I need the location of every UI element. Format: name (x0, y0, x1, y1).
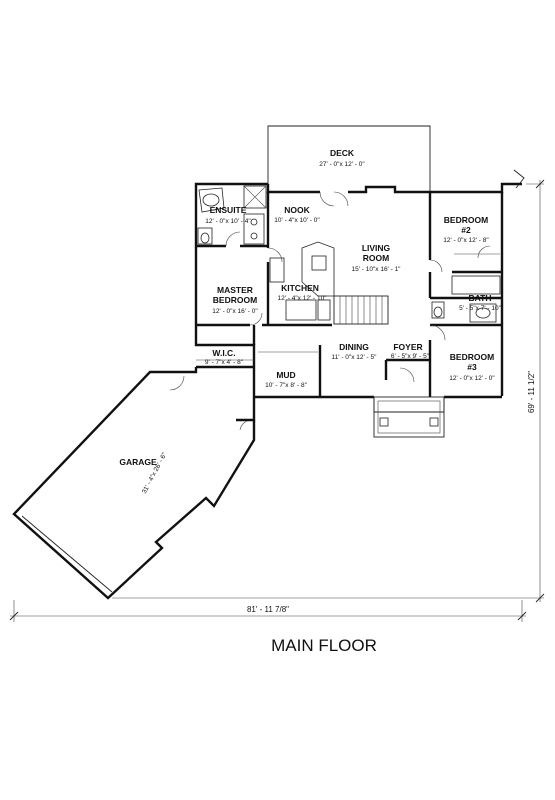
nook-dims: 10' - 4"x 10' - 0" (274, 217, 320, 224)
dining-name: DINING (339, 342, 369, 352)
interior-walls (196, 192, 502, 397)
bedroom3-name-2: #3 (467, 362, 477, 372)
width-dims: 81' - 11 7/8" (247, 605, 289, 614)
room-label-nook: NOOK 10' - 4"x 10' - 0" (274, 205, 320, 224)
ensuite-dims: 12' - 0"x 10' - 4" (205, 218, 251, 225)
bedroom3-name-1: BEDROOM (450, 352, 494, 362)
room-label-kitchen: KITCHEN 12' - 4"x 12' - 10" (277, 283, 327, 302)
kitchen-dims: 12' - 4"x 12' - 10" (277, 295, 327, 302)
deck-dims: 27' - 0"x 12' - 0" (319, 161, 365, 168)
plan-title: MAIN FLOOR (271, 636, 377, 655)
master-name-1: MASTER (217, 285, 253, 295)
bedroom2-name-2: #2 (461, 225, 471, 235)
wic-dims: 9' - 7"x 4' - 8" (205, 359, 244, 366)
room-label-mud: MUD 10' - 7"x 8' - 8" (265, 370, 307, 389)
ensuite-fixtures (197, 185, 267, 245)
kitchen-name: KITCHEN (281, 283, 319, 293)
living-name-1: LIVING (362, 243, 391, 253)
living-dims: 15' - 10"x 16' - 1" (351, 266, 401, 273)
foyer-dims: 6' - 5"x 9' - 5" (391, 353, 430, 360)
front-porch (373, 396, 445, 438)
garage-walls (12, 367, 256, 600)
room-label-bedroom2: BEDROOM #2 12' - 0"x 12' - 8" (443, 215, 489, 244)
room-label-deck: DECK 27' - 0"x 12' - 0" (319, 148, 365, 168)
room-label-living: LIVING ROOM 15' - 10"x 16' - 1" (351, 243, 401, 273)
mud-dims: 10' - 7"x 8' - 8" (265, 382, 307, 389)
depth-dims: 69' - 11 1/2" (527, 371, 536, 413)
bath-fixtures (431, 275, 501, 323)
bedroom2-dims: 12' - 0"x 12' - 8" (443, 237, 489, 244)
wic-name: W.I.C. (212, 348, 235, 358)
deck-name: DECK (330, 148, 355, 158)
bedroom3-dims: 12' - 0"x 12' - 0" (449, 375, 495, 382)
width-dimension: 81' - 11 7/8" (9, 600, 527, 622)
room-label-foyer: FOYER 6' - 5"x 9' - 5" (391, 342, 430, 360)
room-label-bedroom3: BEDROOM #3 12' - 0"x 12' - 0" (449, 352, 495, 382)
room-label-garage: GARAGE 31' - 4"x 26' - 6" (119, 451, 168, 495)
foyer-name: FOYER (393, 342, 422, 352)
dining-dims: 11' - 0"x 12' - 5" (332, 354, 378, 361)
nook-name: NOOK (284, 205, 310, 215)
mud-name: MUD (276, 370, 295, 380)
stairs (333, 295, 389, 325)
bath-dims: 5' - 5"x 7' - 10" (459, 305, 501, 312)
corner-notch (513, 169, 525, 189)
bedroom2-name-1: BEDROOM (444, 215, 488, 225)
room-label-wic: W.I.C. 9' - 7"x 4' - 8" (205, 348, 244, 366)
deck-outline (267, 125, 431, 192)
kitchen-fixtures (269, 241, 335, 321)
room-label-bath: BATH 5' - 5"x 7' - 10" (459, 293, 501, 312)
bath-name: BATH (469, 293, 492, 303)
master-name-2: BEDROOM (213, 295, 257, 305)
room-label-ensuite: ENSUITE 12' - 0"x 10' - 4" (205, 205, 251, 225)
exterior-walls (194, 182, 522, 413)
closet-shelves (196, 253, 500, 361)
room-label-dining: DINING 11' - 0"x 12' - 5" (332, 342, 378, 361)
master-dims: 12' - 0"x 16' - 0" (212, 308, 258, 315)
garage-name: GARAGE (119, 457, 157, 467)
room-label-master: MASTER BEDROOM 12' - 0"x 16' - 0" (212, 285, 258, 315)
depth-dimension: 69' - 11 1/2" (112, 179, 545, 603)
ensuite-name: ENSUITE (210, 205, 247, 215)
living-name-2: ROOM (363, 253, 389, 263)
